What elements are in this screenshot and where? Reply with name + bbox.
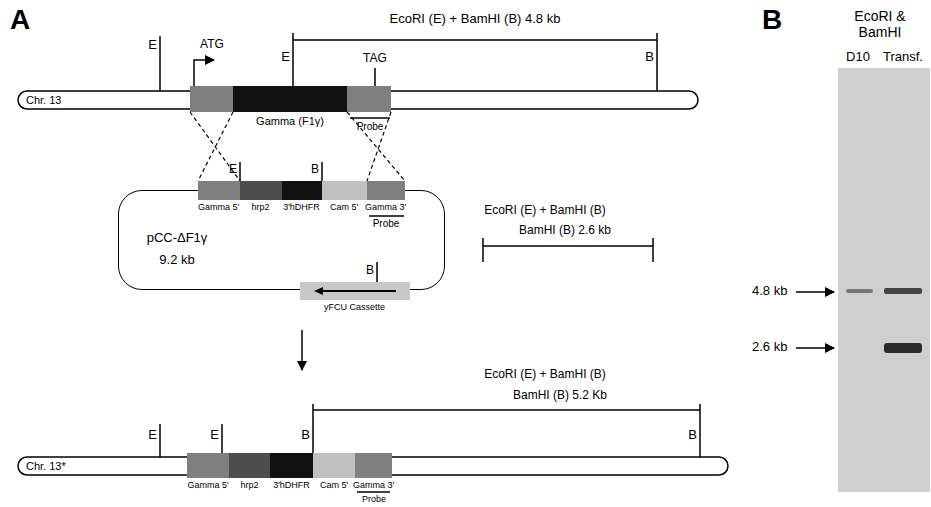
node-text: 9.2 kb <box>159 253 194 268</box>
gene-segment: Gamma 3' <box>355 453 392 478</box>
gene-segment: Gamma (F1γ) <box>233 86 347 112</box>
top-chromosome <box>18 86 698 112</box>
node-text: hrp2 <box>251 202 269 212</box>
band-arrows <box>796 292 834 348</box>
digest-label: BamHI (B) 5.2 Kb <box>513 389 607 403</box>
lane-label: D10 <box>846 50 870 65</box>
gene-segment: hrp2 <box>240 181 282 200</box>
site-label: E <box>148 428 157 443</box>
probe-label: Probe <box>362 494 386 504</box>
gene-segment: Gamma 3' <box>367 181 405 200</box>
node-text: hrp2 <box>240 480 258 490</box>
digest-label: BamHI (B) 2.6 kb <box>519 224 611 238</box>
codon-label: ATG <box>200 38 224 52</box>
site-label: E <box>148 38 157 53</box>
chromosome-bar: Chr. 13*Gamma 5'hrp23'hDHFRCam 5'Gamma 3… <box>18 457 728 475</box>
gene-segment: Cam 5' <box>313 453 355 478</box>
gel-blot <box>838 68 930 492</box>
node-text: 3'hDHFR <box>273 480 310 490</box>
site-label: B <box>645 50 654 65</box>
size-label: 4.8 kb <box>752 284 787 299</box>
markers-and-brackets <box>160 33 700 492</box>
digest-label: EcoRI (E) + BamHI (B) <box>484 368 606 382</box>
node-text: Cam 5' <box>320 480 348 490</box>
node-text: Cam 5' <box>330 202 358 212</box>
site-label: E <box>210 428 219 443</box>
probe-label: Probe <box>357 121 384 133</box>
cassette-box: yFCU Cassette <box>300 282 410 300</box>
site-label: B <box>366 264 374 278</box>
digest-label: EcoRI (E) + BamHI (B) 4.8 kb <box>390 12 561 27</box>
size-label: 2.6 kb <box>752 340 787 355</box>
crossover-lines <box>190 112 405 181</box>
gene-segment: Cam 5' <box>322 181 367 200</box>
site-label: B <box>301 428 310 443</box>
gene-segment: hrp2 <box>229 453 270 478</box>
digest-label: EcoRI (E) + BamHI (B) <box>484 204 606 218</box>
node-text: Gamma 3' <box>353 480 394 490</box>
node-text: pCC-ΔF1γ <box>147 231 208 246</box>
panel-letter: A <box>10 4 30 36</box>
site-label: B <box>688 428 697 443</box>
node-text: 3'hDHFR <box>283 202 320 212</box>
node-text: Gamma 5' <box>187 480 228 490</box>
site-label: E <box>281 50 290 65</box>
site-label: E <box>229 163 237 177</box>
site-label: B <box>311 163 319 177</box>
node-text: yFCU Cassette <box>324 302 385 312</box>
probe-label: Probe <box>373 218 400 230</box>
node-text: Chr. 13 <box>26 91 61 109</box>
node-text: Gamma 5' <box>198 202 239 212</box>
lane-label: Transf. <box>883 50 923 65</box>
gene-segment: Gamma 5' <box>198 181 240 200</box>
chromosome-bar: Chr. 13Gamma (F1γ) <box>18 91 698 109</box>
blot-title: EcoRI & BamHI <box>835 8 925 40</box>
codon-label: TAG <box>363 52 387 66</box>
node-text: Chr. 13* <box>26 457 66 475</box>
gene-segment: 3'hDHFR <box>270 453 313 478</box>
node-text: Gamma (F1γ) <box>256 115 324 128</box>
plasmid-map: pCC-ΔF1γ 9.2 kb Gamma 5' hrp2 3'hDHFR Cam 5' G… <box>118 190 445 290</box>
gene-segment: Gamma 5' <box>187 453 229 478</box>
panel-letter: B <box>762 4 782 36</box>
node-text: Gamma 3' <box>365 202 406 212</box>
gene-segment: 3'hDHFR <box>282 181 322 200</box>
